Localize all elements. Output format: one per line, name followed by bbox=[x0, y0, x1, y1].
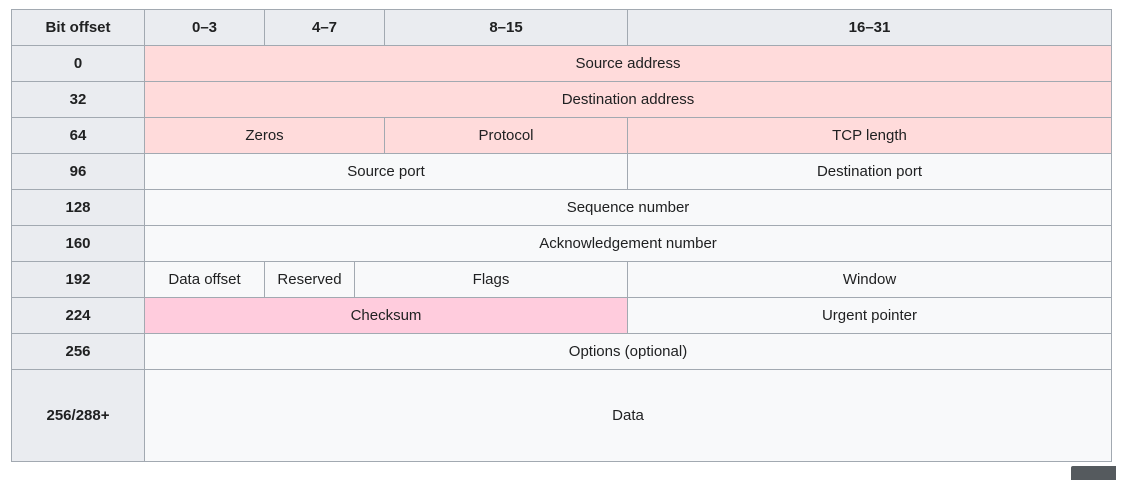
acknowledgement-number-cell: Acknowledgement number bbox=[144, 225, 1112, 262]
tcp-header-table: Bit offset 0–3 4–7 8–15 16–31 0 Source a… bbox=[11, 9, 1112, 462]
row-offset: 32 bbox=[11, 81, 145, 118]
reserved-cell: Reserved bbox=[264, 261, 355, 298]
row-offset: 128 bbox=[11, 189, 145, 226]
source-address-cell: Source address bbox=[144, 45, 1112, 82]
flags-cell: Flags bbox=[354, 261, 628, 298]
table-row: 96 Source port Destination port bbox=[11, 153, 1112, 190]
row-offset: 160 bbox=[11, 225, 145, 262]
window-cell: Window bbox=[627, 261, 1112, 298]
zeros-cell: Zeros bbox=[144, 117, 385, 154]
row-offset: 64 bbox=[11, 117, 145, 154]
table-row: 256/288+ Data bbox=[11, 369, 1112, 462]
protocol-cell: Protocol bbox=[384, 117, 628, 154]
tcp-header-table-wrapper: Bit offset 0–3 4–7 8–15 16–31 0 Source a… bbox=[11, 9, 1112, 462]
col-header-4-7: 4–7 bbox=[264, 9, 385, 46]
table-row: 64 Zeros Protocol TCP length bbox=[11, 117, 1112, 154]
source-port-cell: Source port bbox=[144, 153, 628, 190]
destination-port-cell: Destination port bbox=[627, 153, 1112, 190]
row-offset: 96 bbox=[11, 153, 145, 190]
row-offset: 224 bbox=[11, 297, 145, 334]
data-offset-cell: Data offset bbox=[144, 261, 265, 298]
options-cell: Options (optional) bbox=[144, 333, 1112, 370]
bit-offset-header: Bit offset bbox=[11, 9, 145, 46]
row-offset: 0 bbox=[11, 45, 145, 82]
destination-address-cell: Destination address bbox=[144, 81, 1112, 118]
col-header-0-3: 0–3 bbox=[144, 9, 265, 46]
table-row: 256 Options (optional) bbox=[11, 333, 1112, 370]
urgent-pointer-cell: Urgent pointer bbox=[627, 297, 1112, 334]
table-row: 0 Source address bbox=[11, 45, 1112, 82]
row-offset: 256/288+ bbox=[11, 369, 145, 462]
resize-handle[interactable] bbox=[1071, 466, 1116, 480]
row-offset: 192 bbox=[11, 261, 145, 298]
table-row: 224 Checksum Urgent pointer bbox=[11, 297, 1112, 334]
row-offset: 256 bbox=[11, 333, 145, 370]
data-cell: Data bbox=[144, 369, 1112, 462]
header-row: Bit offset 0–3 4–7 8–15 16–31 bbox=[11, 9, 1112, 46]
tcp-length-cell: TCP length bbox=[627, 117, 1112, 154]
table-row: 128 Sequence number bbox=[11, 189, 1112, 226]
table-row: 160 Acknowledgement number bbox=[11, 225, 1112, 262]
checksum-cell: Checksum bbox=[144, 297, 628, 334]
col-header-8-15: 8–15 bbox=[384, 9, 628, 46]
table-row: 32 Destination address bbox=[11, 81, 1112, 118]
sequence-number-cell: Sequence number bbox=[144, 189, 1112, 226]
table-row: 192 Data offset Reserved Flags Window bbox=[11, 261, 1112, 298]
col-header-16-31: 16–31 bbox=[627, 9, 1112, 46]
